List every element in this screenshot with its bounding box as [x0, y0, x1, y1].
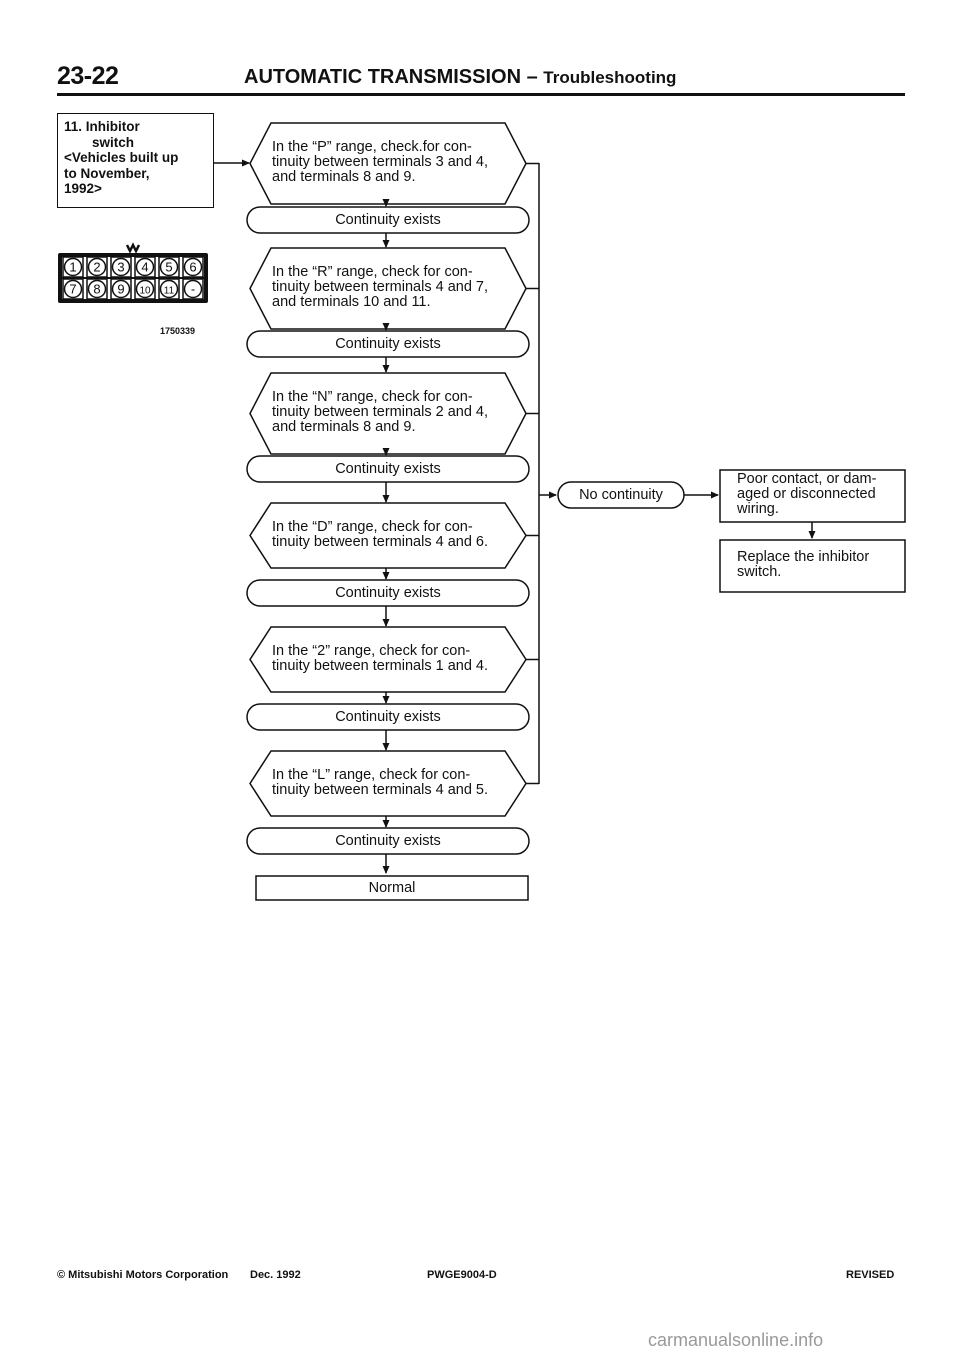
- check-text-5-line-1: In the “2” range, check for con-: [272, 642, 471, 659]
- check-text-3-line-2: tinuity between terminals 2 and 4,: [272, 404, 489, 420]
- check-text-5: In the “2” range, check for con-tinuity …: [272, 642, 522, 674]
- fault-text-line-1: Poor contact, or dam-: [737, 471, 877, 487]
- continuity-label-2: Continuity exists: [335, 336, 441, 352]
- check-text-2-line-3: and terminals 10 and 11.: [272, 294, 431, 310]
- footer-copyright: © Mitsubishi Motors Corporation: [57, 1269, 229, 1281]
- title-subtitle: Troubleshooting: [543, 68, 677, 87]
- connector-pin-bottom-4: 10: [134, 278, 156, 300]
- continuity-node-5: [246, 703, 530, 731]
- check-text-2: In the “R” range, check for con-tinuity …: [272, 265, 522, 310]
- page-number: 23-22: [57, 62, 119, 90]
- check-text-6-line-1: In the “L” range, check for con-: [272, 766, 471, 783]
- item-line-1: 11. Inhibitor: [64, 119, 140, 134]
- figure-number: 1750339: [160, 326, 196, 336]
- connector-pin-label: -: [191, 282, 195, 297]
- continuity-label-6: Continuity exists: [335, 833, 441, 849]
- footer-date: Dec. 1992: [250, 1269, 301, 1281]
- replace-text-line-1: Replace the inhibitor: [737, 549, 870, 565]
- check-text-6-line-2: tinuity between terminals 4 and 5.: [272, 781, 489, 798]
- check-node-1: [249, 122, 527, 205]
- check-text-2-line-1: In the “R” range, check for con-: [272, 264, 473, 280]
- item-line-4: to November,: [64, 165, 150, 181]
- item-title-box: 11. Inhibitor switch <Vehicles built up …: [57, 113, 214, 208]
- connector-pin-label: 9: [117, 282, 124, 297]
- connector-pin-bottom-1: 7: [62, 278, 84, 300]
- connector-pin-label: 7: [69, 282, 76, 297]
- header-rule: [57, 93, 905, 96]
- title-separator: –: [526, 66, 538, 88]
- check-text-4-line-1: In the “D” range, check for con-: [272, 518, 473, 535]
- connector-pin-top-1: 1: [62, 256, 84, 278]
- connector-pin-label: 3: [117, 260, 124, 275]
- continuity-label-3: Continuity exists: [335, 461, 441, 477]
- connector-pin-label: 11: [164, 286, 175, 297]
- connector-pin-top-6: 6: [182, 256, 204, 278]
- connector-pins-top: 1 2 3 4 5 6: [62, 256, 204, 278]
- replace-box: [719, 539, 906, 593]
- watermark: carmanualsonline.info: [648, 1330, 824, 1350]
- check-text-1-line-1: In the “P” range, check.for con-: [272, 139, 472, 155]
- check-text-1: In the “P” range, check.for con-tinuity …: [272, 140, 522, 185]
- continuity-node-6: [246, 827, 530, 855]
- continuity-node-4: [246, 579, 530, 607]
- connector-diagram: 1 2 3 4 5 6 7 8 9 10 11 -: [58, 242, 208, 303]
- fault-text: Poor contact, or dam-aged or disconnecte…: [737, 472, 905, 517]
- check-text-3-line-1: In the “N” range, check for con-: [272, 389, 473, 405]
- item-line-2: switch: [92, 134, 135, 150]
- connector-pin-label: 4: [141, 260, 148, 275]
- connector-pin-bottom-3: 9: [110, 278, 132, 300]
- check-node-4: [249, 502, 527, 569]
- connector-pin-bottom-2: 8: [86, 278, 108, 300]
- continuity-label-5: Continuity exists: [335, 709, 441, 725]
- fault-text-line-3: wiring.: [737, 501, 779, 517]
- page-title: AUTOMATIC TRANSMISSION – Troubleshooting: [244, 66, 676, 89]
- continuity-node-2: [246, 330, 530, 358]
- check-text-3: In the “N” range, check for con-tinuity …: [272, 390, 522, 435]
- continuity-label-1: Continuity exists: [335, 212, 441, 228]
- connector-pin-top-3: 3: [110, 256, 132, 278]
- connector-pin-label: 6: [189, 260, 196, 275]
- connector-pin-bottom-6: -: [182, 278, 204, 300]
- check-text-4: In the “D” range, check for con-tinuity …: [272, 518, 522, 550]
- connector-pin-label: 10: [139, 286, 151, 297]
- check-text-2-line-2: tinuity between terminals 4 and 7,: [272, 279, 489, 295]
- continuity-label-4: Continuity exists: [335, 585, 441, 601]
- check-text-4-line-2: tinuity between terminals 4 and 6.: [272, 533, 489, 550]
- connector-key-icon: [125, 242, 141, 254]
- normal-box: [255, 875, 529, 901]
- no-continuity-label: No continuity: [579, 487, 663, 503]
- check-node-5: [249, 626, 527, 693]
- connector-pin-label: 8: [93, 282, 100, 297]
- normal-label: Normal: [368, 880, 416, 896]
- connector-pin-top-4: 4: [134, 256, 156, 278]
- item-line-3: <Vehicles built up: [64, 150, 179, 165]
- continuity-node-1: [246, 206, 530, 234]
- replace-text-line-2: switch.: [737, 564, 782, 580]
- check-text-5-line-2: tinuity between terminals 1 and 4.: [272, 657, 489, 674]
- continuity-node-3: [246, 455, 530, 483]
- check-node-2: [249, 247, 527, 330]
- check-text-1-line-3: and terminals 8 and 9.: [272, 169, 416, 185]
- connector-pin-bottom-5: 11: [158, 278, 180, 300]
- check-node-6: [249, 750, 527, 817]
- connector-pin-label: 1: [69, 260, 76, 275]
- check-node-3: [249, 372, 527, 455]
- check-text-6: In the “L” range, check for con-tinuity …: [272, 766, 522, 798]
- connector-pin-top-5: 5: [158, 256, 180, 278]
- footer-code: PWGE9004-D: [427, 1269, 497, 1281]
- title-main: AUTOMATIC TRANSMISSION: [244, 66, 522, 88]
- fault-text-line-2: aged or disconnected: [737, 486, 876, 502]
- footer-status: REVISED: [846, 1269, 895, 1281]
- connector-pin-label: 2: [93, 260, 100, 275]
- connector-pin-top-2: 2: [86, 256, 108, 278]
- check-text-3-line-3: and terminals 8 and 9.: [272, 419, 416, 435]
- check-text-1-line-2: tinuity between terminals 3 and 4,: [272, 154, 489, 170]
- connector-pins-bottom: 7 8 9 10 11 -: [62, 278, 204, 300]
- connector-pin-label: 5: [165, 260, 172, 275]
- item-line-5: 1992>: [64, 181, 102, 196]
